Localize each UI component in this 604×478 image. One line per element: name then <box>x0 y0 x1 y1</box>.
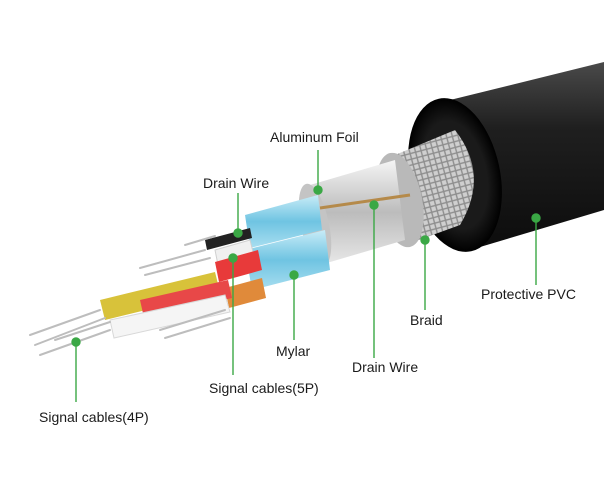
label-drain-wire-top: Drain Wire <box>203 175 270 191</box>
leader-dot-braid <box>420 235 430 245</box>
label-mylar: Mylar <box>276 343 311 359</box>
leader-dot-aluminum-foil <box>313 185 323 195</box>
mylar-wrap-top <box>245 195 322 248</box>
wire-orange <box>225 278 266 308</box>
leader-dot-protective-pvc <box>531 213 541 223</box>
mylar-wrap-bottom <box>245 230 330 290</box>
leader-dot-mylar <box>289 270 299 280</box>
wire-red <box>215 250 262 282</box>
drain-wire-strand <box>319 193 411 210</box>
label-aluminum-foil: Aluminum Foil <box>270 129 359 145</box>
leader-dot-signal-4p <box>71 337 81 347</box>
aluminum-foil <box>310 160 405 265</box>
leader-dot-drain-wire-bottom <box>369 200 379 210</box>
leader-dot-signal-5p <box>228 253 238 263</box>
label-drain-wire-bottom: Drain Wire <box>352 359 419 375</box>
label-signal-cables-4p: Signal cables(4P) <box>39 409 149 425</box>
leader-dot-drain-wire-top <box>233 228 243 238</box>
label-signal-cables-5p: Signal cables(5P) <box>209 380 319 396</box>
label-braid: Braid <box>410 312 443 328</box>
label-protective-pvc: Protective PVC <box>481 286 576 302</box>
leader-lines <box>71 150 541 402</box>
wire-white-long <box>109 294 231 339</box>
